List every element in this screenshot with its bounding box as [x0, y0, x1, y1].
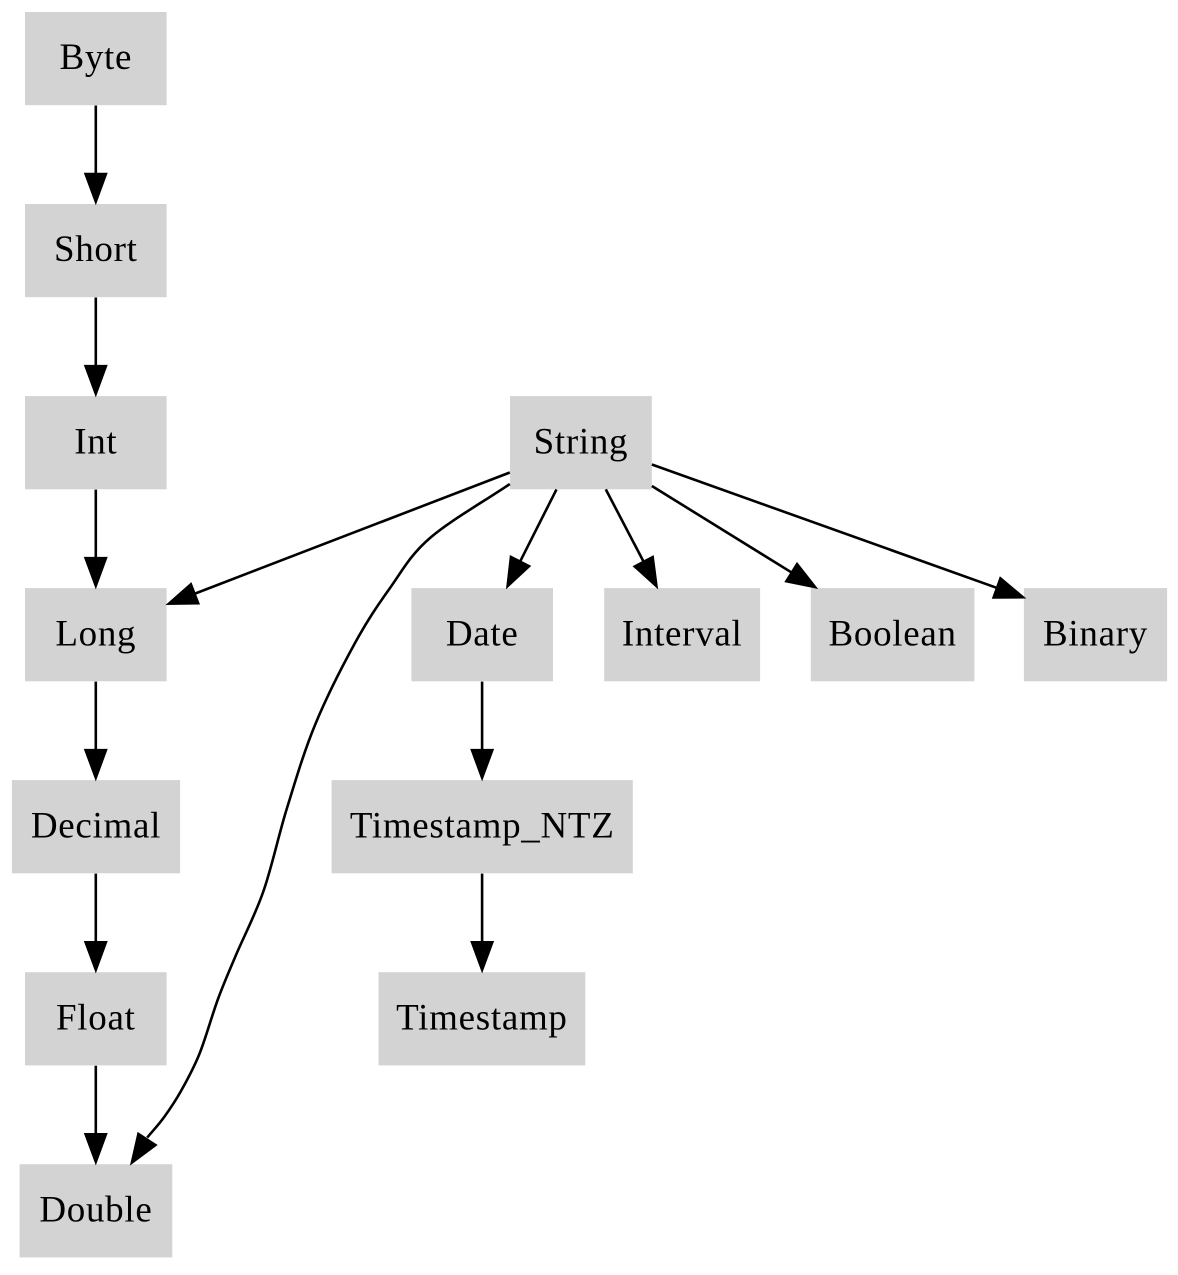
svg-text:Int: Int [74, 421, 117, 462]
svg-text:Interval: Interval [622, 613, 743, 654]
svg-text:Float: Float [56, 997, 136, 1038]
svg-text:String: String [534, 421, 629, 462]
svg-text:Long: Long [55, 613, 136, 654]
svg-text:Date: Date [446, 613, 519, 654]
svg-text:Timestamp: Timestamp [396, 997, 567, 1038]
svg-text:Boolean: Boolean [828, 613, 956, 654]
svg-text:Double: Double [39, 1189, 152, 1230]
svg-text:Byte: Byte [59, 37, 132, 78]
svg-text:Binary: Binary [1043, 613, 1148, 654]
svg-text:Timestamp_NTZ: Timestamp_NTZ [350, 805, 615, 846]
svg-text:Decimal: Decimal [31, 805, 161, 846]
svg-text:Short: Short [54, 229, 138, 270]
